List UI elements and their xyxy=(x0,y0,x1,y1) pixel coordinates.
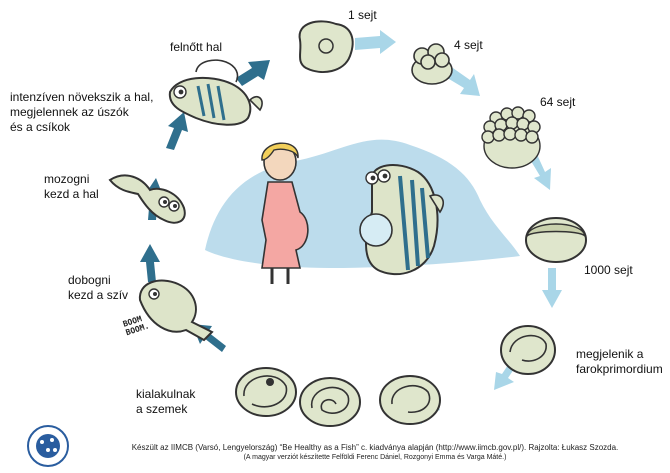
four-cell-embryo xyxy=(411,43,453,85)
label-line: megjelennek az úszók xyxy=(10,105,129,119)
label-line: mozogni xyxy=(44,172,90,186)
embryo-segmentation xyxy=(379,375,441,425)
tail-primordium-embryo xyxy=(500,325,556,375)
thousand-cell-embryo xyxy=(525,217,587,263)
label-fish-moves: mozogni kezd a hal xyxy=(44,172,99,202)
label-heart-beats: dobogni kezd a szív xyxy=(68,273,128,303)
label-tail-primordium: megjelenik a farokprimordium xyxy=(576,347,663,377)
arrow-segment xyxy=(236,60,270,86)
label-line: kezd a szív xyxy=(68,288,129,302)
label-line: kialakulnak xyxy=(136,387,196,401)
arrow-segment xyxy=(444,66,480,96)
label-one-cell: 1 sejt xyxy=(348,8,377,22)
pregnant-woman-figure xyxy=(261,142,309,284)
label-line: megjelenik a xyxy=(576,347,644,361)
label-sixtyfour-cells: 64 sejt xyxy=(540,95,576,109)
fish-moving xyxy=(108,174,186,224)
embryo-with-eyes xyxy=(235,367,297,417)
embryo-coiled xyxy=(299,377,361,427)
fish-adult xyxy=(195,59,239,83)
credits-line: Készült az IIMCB (Varsó, Lengyelország) … xyxy=(131,443,619,452)
label-line: intenzíven növekszik a hal, xyxy=(10,90,154,104)
arrow-segment xyxy=(355,30,396,54)
label-line: kezd a hal xyxy=(44,187,99,201)
fish-heart-beating xyxy=(138,279,214,342)
label-adult-fish: felnőtt hal xyxy=(170,40,223,54)
one-cell-embryo xyxy=(298,20,354,73)
label-line: a szemek xyxy=(136,402,188,416)
label-four-cells: 4 sejt xyxy=(454,38,483,52)
label-line: farokprimordium xyxy=(576,362,663,376)
label-line: dobogni xyxy=(68,273,111,287)
arrow-segment xyxy=(166,112,188,150)
label-line: és a csíkok xyxy=(10,120,71,134)
label-thousand-cells: 1000 sejt xyxy=(584,263,633,277)
center-background-blob xyxy=(205,139,520,268)
label-fins-appear: intenzíven növekszik a hal, megjelennek … xyxy=(10,90,153,135)
credits: Készült az IIMCB (Varsó, Lengyelország) … xyxy=(85,443,665,463)
arrow-segment xyxy=(140,244,160,282)
label-eyes-form: kialakulnak a szemek xyxy=(136,387,195,417)
credits-translators: (A magyar verziót készítette Felföldi Fe… xyxy=(243,454,507,461)
fish-growing xyxy=(168,76,263,126)
arrow-segment xyxy=(542,268,562,308)
fish-holding-globe xyxy=(359,164,445,275)
iimcb-logo xyxy=(27,425,69,467)
sixtyfour-cell-embryo xyxy=(481,106,541,169)
